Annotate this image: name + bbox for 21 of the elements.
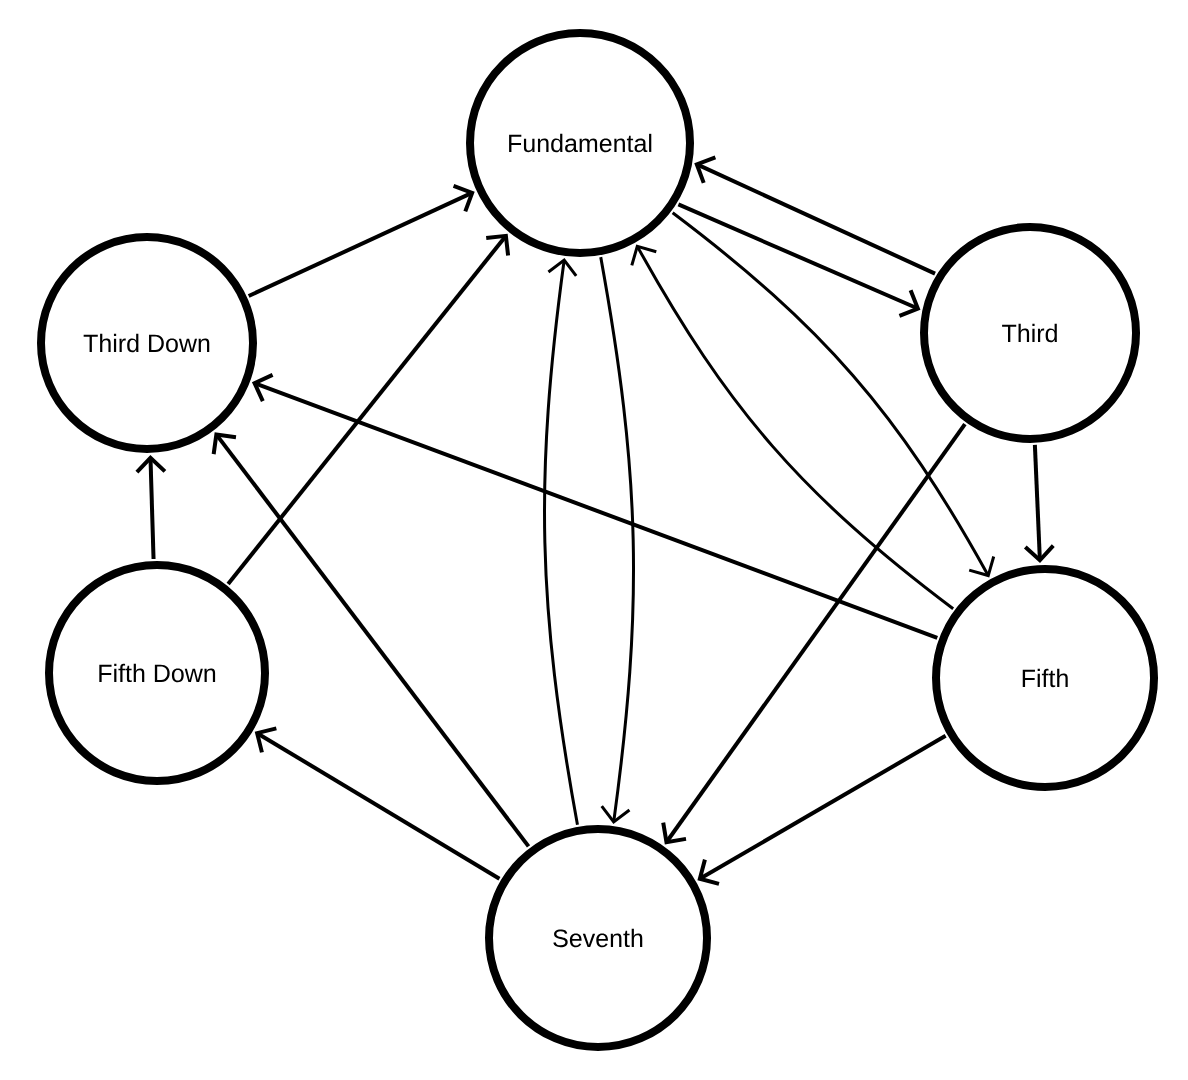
circle-node: Fundamental: [466, 29, 694, 257]
arrow: [211, 432, 531, 848]
arrow: [677, 202, 921, 318]
circle-node: Fifth Down: [45, 561, 269, 785]
arrow: [226, 233, 511, 586]
arrow: [599, 256, 635, 825]
arrow: [697, 734, 947, 886]
arrow: [254, 726, 501, 881]
arrow: [247, 184, 475, 298]
arrow: [694, 155, 936, 276]
circle-node: Third: [920, 223, 1140, 443]
circle-node: Seventh: [485, 825, 711, 1051]
arrow: [1023, 444, 1055, 564]
arrow: [543, 257, 579, 826]
circle-node: Fifth: [932, 565, 1158, 791]
arrow: [251, 373, 938, 640]
arrow: [630, 244, 955, 610]
arrow: [135, 454, 167, 560]
circle-node: Third Down: [37, 233, 257, 453]
arrow: [661, 422, 967, 845]
arrow: [671, 211, 996, 578]
